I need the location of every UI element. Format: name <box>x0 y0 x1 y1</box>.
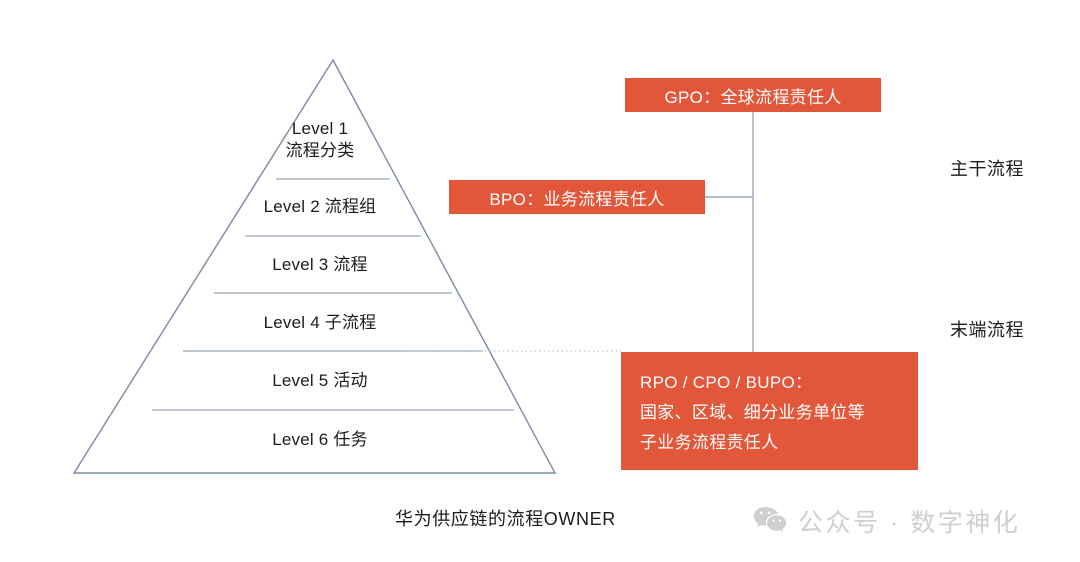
pyramid-shape <box>72 58 557 474</box>
callout-rpo-line-1: RPO / CPO / BUPO： <box>640 373 813 392</box>
callout-rpo[interactable]: RPO / CPO / BUPO： 国家、区域、细分业务单位等 子业务流程责任人 <box>621 352 918 470</box>
pyramid-diagram: Level 1 流程分类 Level 2 流程组 Level 3 流程 Leve… <box>60 50 580 485</box>
watermark: 公众号 · 数字神化 <box>753 503 1020 539</box>
side-label-terminal-process: 末端流程 <box>950 320 1024 340</box>
pyramid-level-2-label: Level 2 流程组 <box>263 197 377 216</box>
pyramid-level-6-label: Level 6 任务 <box>272 430 368 449</box>
watermark-text: 公众号 · 数字神化 <box>798 509 1021 537</box>
callout-rpo-line-3: 子业务流程责任人 <box>640 433 779 452</box>
figure-caption: 华为供应链的流程OWNER <box>395 509 616 529</box>
callout-gpo-text: GPO：全球流程责任人 <box>664 87 842 107</box>
callout-bpo[interactable]: BPO：业务流程责任人 <box>449 180 705 214</box>
pyramid-level-4-label: Level 4 子流程 <box>263 313 377 332</box>
pyramid-level-1-label: Level 1 流程分类 <box>285 119 355 160</box>
callout-gpo[interactable]: GPO：全球流程责任人 <box>625 78 881 112</box>
pyramid-outline <box>72 58 557 474</box>
side-label-main-process: 主干流程 <box>950 159 1024 179</box>
callout-bpo-text: BPO：业务流程责任人 <box>489 189 665 209</box>
callout-rpo-line-2: 国家、区域、细分业务单位等 <box>640 403 865 422</box>
pyramid-level-3-label: Level 3 流程 <box>272 255 368 274</box>
pyramid-level-5-label: Level 5 活动 <box>272 371 368 390</box>
wechat-icon <box>753 507 787 533</box>
